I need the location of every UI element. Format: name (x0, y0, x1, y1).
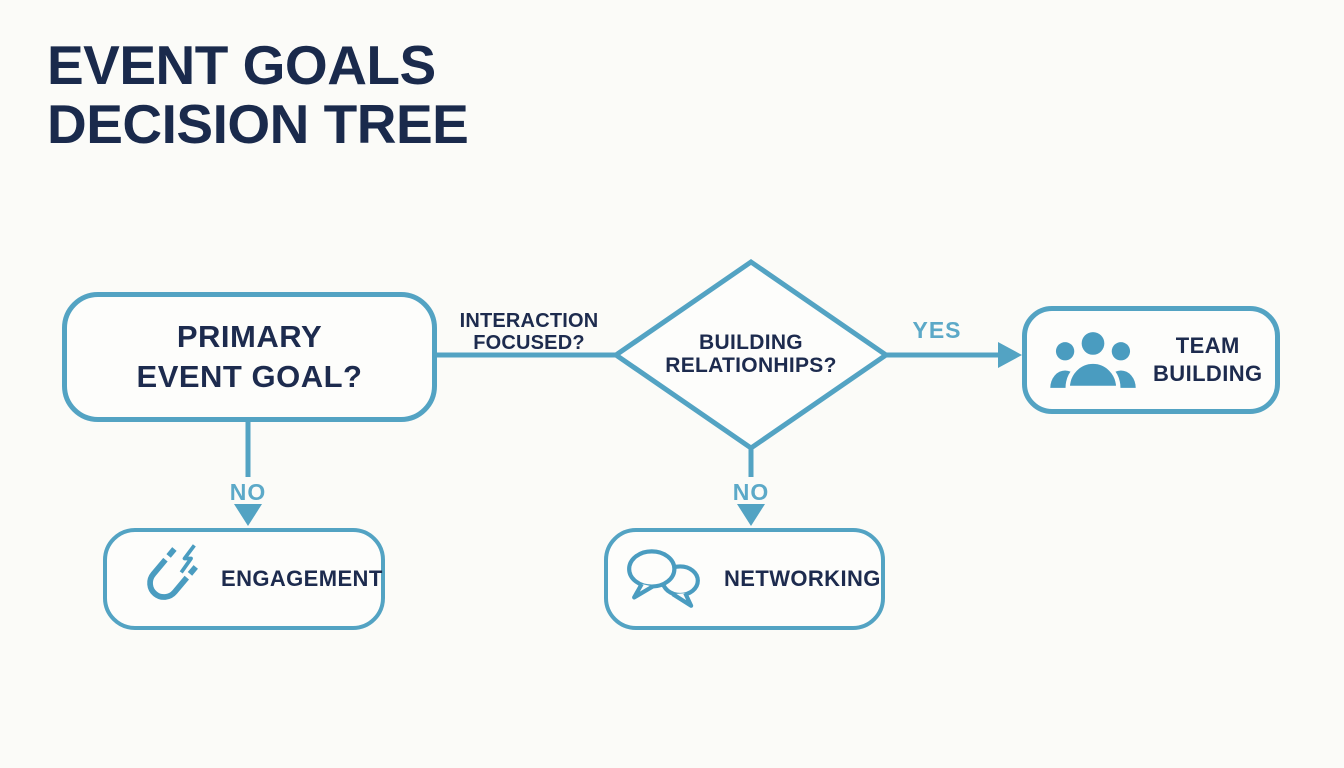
speech-bubbles-icon (624, 543, 708, 615)
node-engagement-label: ENGAGEMENT (221, 566, 383, 591)
page-title-line1: EVENT GOALS (47, 34, 436, 96)
node-primary-label: PRIMARY EVENT GOAL? (136, 319, 363, 394)
node-networking: NETWORKING (604, 528, 885, 630)
node-engagement: ENGAGEMENT (103, 528, 385, 630)
edge-yes-arrowhead (998, 342, 1022, 368)
edge-no-left-arrowhead (234, 504, 262, 526)
node-team-building-label: TEAM BUILDING (1153, 333, 1263, 386)
node-team-building: TEAM BUILDING (1022, 306, 1280, 414)
node-primary-event-goal: PRIMARY EVENT GOAL? (62, 292, 437, 422)
page-title: EVENT GOALS DECISION TREE (47, 34, 469, 155)
edge-no-center-arrowhead (737, 504, 765, 526)
edge-label-no-left: NO (229, 479, 267, 505)
magnet-icon (123, 537, 205, 621)
page-title-line2: DECISION TREE (47, 93, 469, 155)
node-decision-label: BUILDING RELATIONHIPS? (665, 331, 837, 377)
edge-label-no-center: NO (732, 479, 770, 505)
edge-label-interaction-focused: INTERACTION FOCUSED? (459, 310, 599, 354)
node-networking-label: NETWORKING (724, 566, 881, 591)
people-group-icon (1049, 326, 1137, 394)
edge-label-yes: YES (912, 317, 962, 343)
